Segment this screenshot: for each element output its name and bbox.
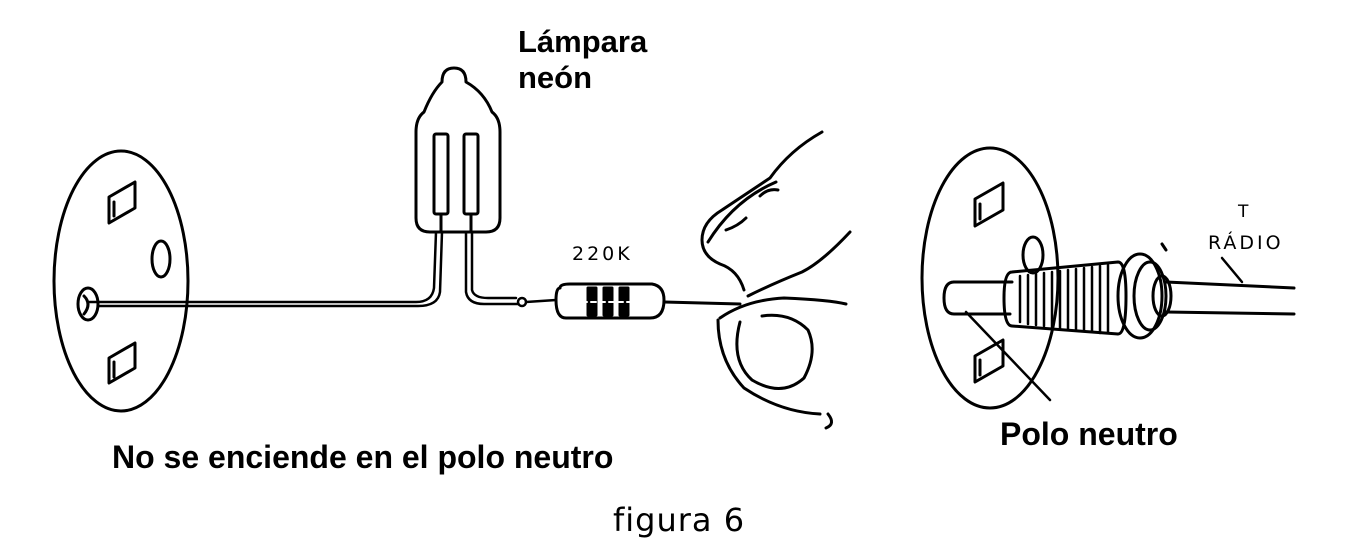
outlet-icon	[52, 149, 190, 413]
lamp-label-line1: Lámpara	[518, 24, 648, 59]
figure-label: figura 6	[613, 501, 746, 539]
lamp-label-line2: neón	[518, 60, 593, 95]
resistor-value-label: 220K	[572, 243, 633, 265]
outlet-ground-hole	[1021, 235, 1045, 275]
resistor-icon	[554, 282, 742, 320]
outlet-slot-top	[107, 180, 137, 225]
lamp-leads	[86, 230, 558, 308]
radio-pointer	[1220, 256, 1244, 284]
screwdriver-icon	[942, 242, 1296, 340]
outlet-slot-bottom	[107, 341, 137, 385]
caption-right: Polo neutro	[1000, 416, 1178, 452]
hand-icon	[700, 130, 852, 430]
lamp-label: Lámpara neón	[518, 24, 647, 96]
outlet-slot-top	[973, 181, 1005, 228]
outlet-slot-bottom	[973, 338, 1005, 384]
outlet-ground-hole	[150, 239, 172, 279]
caption-left: No se enciende en el polo neutro	[112, 439, 614, 475]
outlet-icon	[920, 146, 1060, 410]
neutral-pointer	[964, 310, 1052, 402]
radio-label: RÁDIO	[1208, 232, 1284, 254]
neon-lamp-icon	[414, 66, 502, 234]
t-mark-label: T	[1238, 202, 1252, 222]
outlet-neutral-hole	[76, 286, 100, 322]
